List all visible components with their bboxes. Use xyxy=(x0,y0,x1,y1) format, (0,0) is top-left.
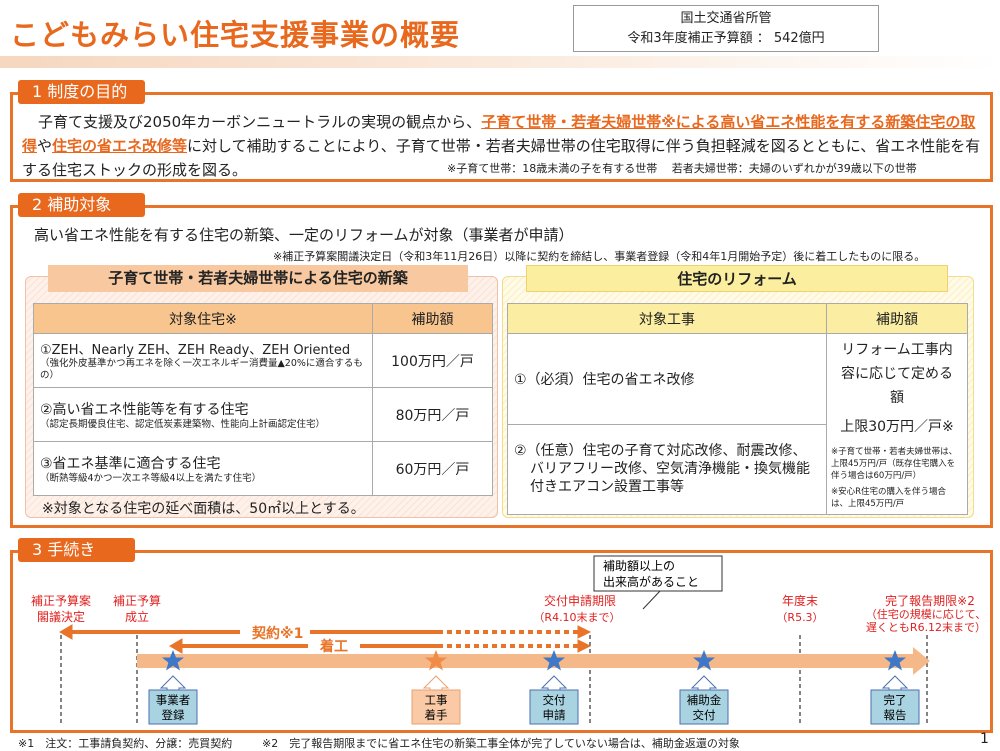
section-purpose-tab: 1 制度の目的 xyxy=(18,80,145,104)
milestone-apply-deadline: 交付申請期限 xyxy=(544,593,616,608)
purpose-text: 子育て支援及び2050年カーボンニュートラルの実現の観点から、子育て世帯・若者夫… xyxy=(22,110,982,182)
new-build-title: 子育て世帯・若者夫婦世帯による住宅の新築 xyxy=(48,265,468,292)
step-box xyxy=(679,689,729,725)
row-sub: （強化外皮基準かつ再エネを除く一次エネルギー消費量▲20%に適合するもの） xyxy=(40,358,363,381)
step-label: 登録 xyxy=(162,708,185,722)
step-label: 申請 xyxy=(543,708,566,722)
section-procedure xyxy=(10,550,993,733)
reform-amount-cap: 上限30万円／戸※ xyxy=(840,419,954,435)
table-row: ①ZEH、Nearly ZEH、ZEH Ready、ZEH Oriented（強… xyxy=(33,333,493,388)
page-title: こどもみらい住宅支援事業の概要 xyxy=(10,18,461,52)
purpose-text-1: 子育て支援及び2050年カーボンニュートラルの実現の観点から、 xyxy=(38,113,482,131)
step-box xyxy=(148,689,198,725)
footnote-2: ※2 完了報告期限までに省エネ住宅の新築工事全体が完了していない場合は、補助金返… xyxy=(262,737,740,750)
budget-label: 令和3年度補正予算額 ： 542億円 xyxy=(627,31,825,46)
step-box xyxy=(870,689,920,725)
col-target-work: 対象工事 xyxy=(507,303,827,334)
page-number: 1 xyxy=(980,731,989,747)
table-row: ③省エネ基準に適合する住宅（断熱等級4かつ一次エネ等級4以上を満たす住宅） 60万… xyxy=(33,441,493,496)
purpose-text-2: や xyxy=(37,137,53,155)
step-box xyxy=(411,689,461,725)
contract-arrow-head xyxy=(59,624,73,640)
target-lead: 高い省エネ性能を有する住宅の新築、一定のリフォームが対象（事業者が申請） xyxy=(34,226,574,244)
reform-note-2: ※安心R住宅の購入を伴う場合は、上限45万円/戸 xyxy=(831,487,947,509)
milestone-passed-2: 成立 xyxy=(125,609,149,624)
callout-box xyxy=(593,555,723,592)
row-name: ①（必須）住宅の省エネ改修 xyxy=(507,333,827,425)
step-label: 交付 xyxy=(693,708,716,722)
row-sub: （認定長期優良住宅、認定低炭素建築物、性能向上計画認定住宅） xyxy=(40,418,326,430)
milestone-fiscal-end: 年度末 xyxy=(782,593,818,608)
col-amount: 補助額 xyxy=(372,303,493,334)
callout-line-1: 補助額以上の xyxy=(603,559,675,573)
callout-line-2: 出来高があること xyxy=(603,574,699,589)
row-amount: 80万円／戸 xyxy=(372,387,493,442)
step-label: 補助金 xyxy=(687,693,722,707)
ministry-label: 国土交通省所管 xyxy=(680,11,772,26)
reform-note-1: ※子育て世帯・若者夫婦世帯は、上限45万円/戸（既存住宅購入を伴う場合は60万円… xyxy=(831,447,958,481)
section-procedure-tab: 3 手続き xyxy=(18,538,135,562)
milestone-apply-deadline-2: （R4.10末まで） xyxy=(533,610,620,624)
milestone-passed: 補正予算 xyxy=(113,593,161,608)
purpose-note: ※子育て世帯：18歳未満の子を有する世帯 若者夫婦世帯：夫婦のいずれかが39歳以… xyxy=(447,162,917,175)
table-row: ②（任意）住宅の子育て対応改修、耐震改修、バリアフリー改修、空気清浄機能・換気機… xyxy=(507,423,968,515)
step-label: 交付 xyxy=(543,693,566,707)
footnote-1: ※1 注文：工事請負契約、分譲：売買契約 xyxy=(18,737,233,750)
step-box xyxy=(529,689,579,725)
target-note: ※補正予算案閣議決定日（令和3年11月26日）以降に契約を締結し、事業者登録（令… xyxy=(273,250,926,263)
budget-box: 国土交通省所管 令和3年度補正予算額 ： 542億円 xyxy=(573,5,879,52)
row-name: ③省エネ基準に適合する住宅 xyxy=(40,455,221,472)
milestone-report-deadline-3: 遅くともR6.12末まで） xyxy=(866,620,986,634)
row-sub: （断熱等級4かつ一次エネ等級4以上を満たす住宅） xyxy=(40,472,262,484)
section-purpose xyxy=(10,92,993,182)
floor-area-note: ※対象となる住宅の延べ面積は、50㎡以上とする。 xyxy=(42,501,365,517)
row-amount: 60万円／戸 xyxy=(372,441,493,496)
timeline-band xyxy=(137,647,930,675)
reform-amount-cell: リフォーム工事内容に応じて定める額 上限30万円／戸※ ※子育て世帯・若者夫婦世… xyxy=(826,333,968,515)
table-row: ②高い省エネ性能等を有する住宅（認定長期優良住宅、認定低炭素建築物、性能向上計画… xyxy=(33,387,493,442)
section-target xyxy=(10,205,993,528)
col-target-house: 対象住宅※ xyxy=(33,303,373,334)
reform-amount-desc: リフォーム工事内容に応じて定める額 xyxy=(841,342,953,406)
milestone-cabinet: 補正予算案 xyxy=(31,593,91,608)
new-build-table: 対象住宅※補助額 ①ZEH、Nearly ZEH、ZEH Ready、ZEH O… xyxy=(33,303,493,496)
start-label: 着工 xyxy=(319,638,348,655)
milestone-fiscal-end-2: （R5.3） xyxy=(776,611,823,624)
step-label: 事業者 xyxy=(156,693,191,707)
reform-title: 住宅のリフォーム xyxy=(526,265,948,292)
table-row: ①（必須）住宅の省エネ改修 リフォーム工事内容に応じて定める額 上限30万円／戸… xyxy=(507,333,968,515)
milestone-report-deadline: 完了報告期限※2 xyxy=(885,593,975,608)
start-arrow-head xyxy=(169,638,183,654)
row-name: ①ZEH、Nearly ZEH、ZEH Ready、ZEH Oriented xyxy=(40,343,351,358)
contract-label: 契約※1 xyxy=(251,625,303,642)
row-amount: 100万円／戸 xyxy=(372,333,493,388)
purpose-text-3: に対して補助することにより、子育て世帯・若者夫婦世帯の住宅取得に伴う負担軽減を図… xyxy=(22,137,981,179)
milestone-report-deadline-2: （住宅の規模に応じて、 xyxy=(866,607,986,621)
step-label: 完了 xyxy=(884,693,907,707)
section-target-tab: 2 補助対象 xyxy=(18,193,145,217)
step-label: 着手 xyxy=(425,708,448,722)
step-label: 工事 xyxy=(425,693,448,707)
purpose-highlight-2: 住宅の省エネ改修等 xyxy=(52,137,188,155)
row-name: ②（任意）住宅の子育て対応改修、耐震改修、バリアフリー改修、空気清浄機能・換気機… xyxy=(507,423,827,515)
reform-table: 対象工事補助額 ①（必須）住宅の省エネ改修 リフォーム工事内容に応じて定める額 … xyxy=(507,303,968,515)
title-underline xyxy=(0,56,1000,68)
row-name: ②高い省エネ性能等を有する住宅 xyxy=(40,401,249,418)
purpose-highlight-1: 子育て世帯・若者夫婦世帯※による高い省エネ性能を有する新築住宅の取得 xyxy=(22,113,976,155)
milestone-cabinet-2: 閣議決定 xyxy=(37,609,85,624)
step-label: 報告 xyxy=(884,708,907,722)
col-amount: 補助額 xyxy=(826,303,968,334)
